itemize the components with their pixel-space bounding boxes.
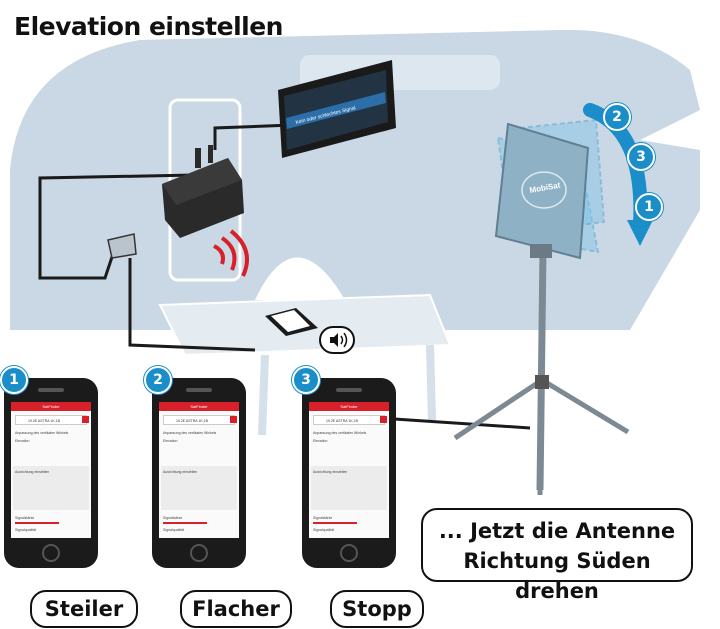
section-heading: Anpassung des vertikalen Winkels (163, 431, 217, 435)
phone-flacher: SatFinder 19.2E ASTRA 1K,1B Anpassung de… (152, 378, 246, 568)
bubble-flacher: Flacher (180, 590, 292, 628)
bubble-steiler: Steiler (30, 590, 138, 628)
phone-stopp: SatFinder 19.2E ASTRA 1K,1B Anpassung de… (302, 378, 396, 568)
bubble-steiler-text: Steiler (44, 597, 124, 621)
satellite-select[interactable]: 19.2E ASTRA 1K,1B (15, 415, 87, 425)
elevation-row: Elevation (15, 439, 30, 443)
signal-strength-label: Signalstärke (163, 516, 183, 520)
cable (128, 258, 256, 352)
bubble-flacher-text: Flacher (192, 597, 280, 621)
callout-line-1: ... Jetzt die Antenne (438, 519, 676, 543)
alignment-panel: Ausrichtung einstellen (13, 466, 89, 510)
signal-quality-label: Signalqualität (15, 528, 37, 532)
phone-speaker (38, 388, 64, 392)
signal-strength-bar (15, 522, 59, 524)
signal-quality-label: Signalqualität (313, 528, 335, 532)
satellite-select[interactable]: 19.2E ASTRA 1K,1B (163, 415, 235, 425)
section-heading: Ausrichtung einstellen (313, 470, 348, 474)
satellite-antenna (494, 122, 590, 260)
phone-speaker (186, 388, 212, 392)
rotation-step-badge: 2 (603, 103, 631, 131)
tripod-leg (537, 379, 545, 496)
rotation-step-badge: 3 (627, 143, 655, 171)
bubble-stopp-text: Stopp (342, 597, 412, 621)
table-leg (258, 354, 269, 436)
app-header: SatFinder (11, 402, 91, 411)
wheel-arch (255, 257, 345, 300)
instruction-callout: ... Jetzt die Antenne Richtung Süden dre… (421, 508, 693, 603)
app-header: SatFinder (309, 402, 389, 411)
phone-screen: SatFinder 19.2E ASTRA 1K,1B Anpassung de… (11, 402, 91, 538)
page-title: Elevation einstellen (14, 12, 283, 41)
elevation-row: Elevation (313, 439, 328, 443)
signal-strength-label: Signalstärke (15, 516, 35, 520)
elevation-row: Elevation (163, 439, 178, 443)
satellite-status-box (380, 416, 387, 423)
speaker-bubble (319, 326, 355, 354)
alignment-panel: Ausrichtung einstellen (161, 466, 237, 510)
receiver-antenna (195, 148, 201, 168)
rotation-step-badge: 1 (635, 193, 663, 221)
cable (38, 173, 196, 280)
signal-quality-label: Signalqualität (163, 528, 185, 532)
satellite-select[interactable]: 19.2E ASTRA 1K,1B (313, 415, 385, 425)
satellite-status-box (82, 416, 89, 423)
wall-socket (107, 233, 137, 259)
home-button[interactable] (42, 544, 60, 562)
phone-screen: SatFinder 19.2E ASTRA 1K,1B Anpassung de… (309, 402, 389, 538)
cable (378, 385, 531, 430)
section-heading: Anpassung des vertikalen Winkels (15, 431, 69, 435)
signal-strength-bar (163, 522, 207, 524)
tripod-leg (453, 377, 544, 441)
caravan-silhouette (10, 29, 700, 331)
phone-speaker (336, 388, 362, 392)
signal-strength-bar (313, 522, 357, 524)
phone-steiler: SatFinder 19.2E ASTRA 1K,1B Anpassung de… (4, 378, 98, 568)
section-heading: Ausrichtung einstellen (163, 470, 198, 474)
satellite-status-box (230, 416, 237, 423)
table-leg (426, 344, 436, 421)
phone-step-badge: 3 (292, 366, 320, 394)
phone-screen: SatFinder 19.2E ASTRA 1K,1B Anpassung de… (159, 402, 239, 538)
alignment-panel: Ausrichtung einstellen (311, 466, 387, 510)
section-heading: Ausrichtung einstellen (15, 470, 50, 474)
phone-step-badge: 1 (0, 366, 28, 394)
home-button[interactable] (340, 544, 358, 562)
home-button[interactable] (190, 544, 208, 562)
bubble-stopp: Stopp (330, 590, 424, 628)
phone-step-badge: 2 (144, 366, 172, 394)
callout-line-2: Richtung Süden drehen (463, 549, 651, 603)
section-heading: Anpassung des vertikalen Winkels (313, 431, 367, 435)
signal-strength-label: Signalstärke (313, 516, 333, 520)
signal-waves (213, 244, 225, 265)
tripod-leg (540, 377, 630, 435)
app-header: SatFinder (159, 402, 239, 411)
